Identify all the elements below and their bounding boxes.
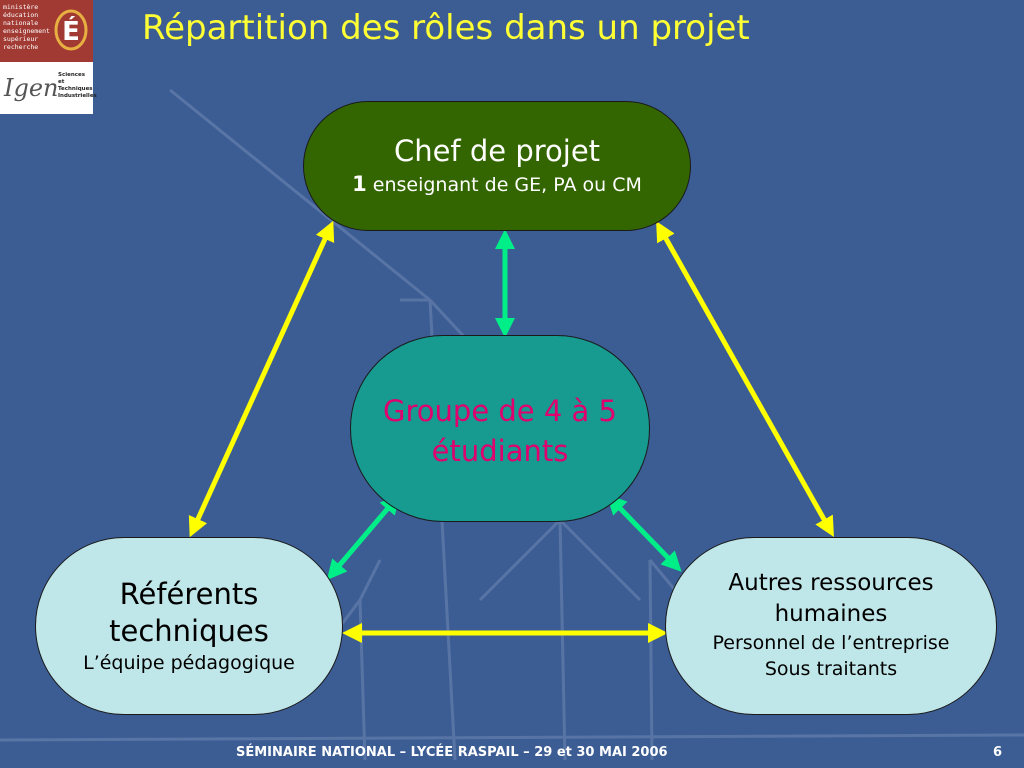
- chef-de-projet-node: Chef de projet 1 enseignant de GE, PA ou…: [303, 101, 691, 231]
- chef-title: Chef de projet: [393, 134, 601, 168]
- svg-text:É: É: [62, 15, 80, 47]
- referents-line1: Référents: [119, 577, 259, 611]
- referents-subtitle: L’équipe pédagogique: [83, 652, 295, 674]
- autres-line1: Autres ressources: [728, 570, 934, 596]
- ministry-logo-banner: ministère éducation nationale enseigneme…: [0, 0, 93, 62]
- ministry-logo-text: ministère éducation nationale enseigneme…: [3, 3, 50, 51]
- page-number: 6: [993, 745, 1003, 760]
- groupe-line1: Groupe de 4 à 5: [383, 394, 617, 428]
- autres-sub2: Sous traitants: [764, 658, 898, 680]
- slide-footer: SÉMINAIRE NATIONAL – LYCÉE RASPAIL – 29 …: [0, 742, 1024, 768]
- sti-logo-text: Sciences et Techniques Industrielles: [58, 72, 97, 99]
- chef-subtitle: 1 enseignant de GE, PA ou CM: [352, 172, 642, 196]
- referents-line2: techniques: [109, 614, 269, 648]
- slide-title: Répartition des rôles dans un projet: [142, 8, 750, 48]
- groupe-line2: étudiants: [431, 434, 569, 468]
- ministry-logo: ministère éducation nationale enseigneme…: [0, 0, 97, 114]
- autres-ressources-node: Autres ressources humaines Personnel de …: [665, 537, 997, 715]
- igen-logo: Igen: [4, 74, 59, 102]
- autres-line2: humaines: [774, 601, 888, 627]
- ministry-emblem-icon: É: [54, 9, 88, 51]
- autres-sub1: Personnel de l’entreprise: [712, 632, 950, 654]
- referents-techniques-node: Référents techniques L’équipe pédagogiqu…: [35, 537, 343, 715]
- footer-text: SÉMINAIRE NATIONAL – LYCÉE RASPAIL – 29 …: [236, 745, 668, 760]
- groupe-etudiants-node: Groupe de 4 à 5 étudiants: [350, 335, 650, 522]
